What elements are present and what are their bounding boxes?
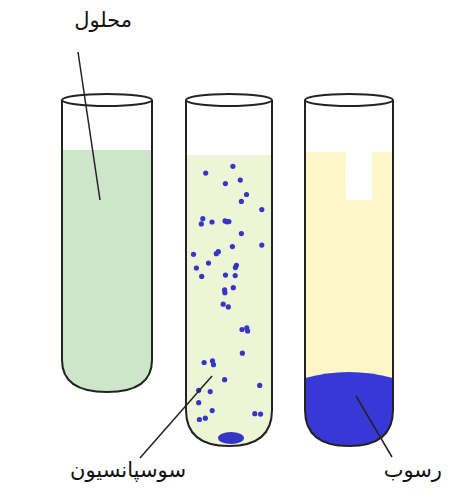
- particle: [210, 408, 215, 413]
- clear-liquid: [305, 152, 393, 446]
- particle: [259, 243, 264, 248]
- particle: [244, 192, 249, 197]
- particle: [231, 285, 236, 290]
- particle: [223, 273, 228, 278]
- particle: [244, 325, 249, 330]
- particle: [239, 327, 244, 332]
- particle: [202, 360, 207, 365]
- particle: [233, 273, 238, 278]
- suspension-liquid: [186, 155, 272, 446]
- particle: [203, 416, 208, 421]
- tube-outline: [305, 100, 393, 446]
- particle: [239, 231, 244, 236]
- tube-rim: [186, 94, 272, 106]
- particle: [200, 216, 205, 221]
- particle: [257, 383, 262, 388]
- particle: [224, 219, 229, 224]
- leader-line: [78, 52, 100, 200]
- tube-outline: [62, 100, 152, 392]
- part-label: سوسپانسیون: [70, 458, 186, 483]
- particle: [259, 207, 264, 212]
- particle: [230, 164, 235, 169]
- particle: [196, 400, 201, 405]
- particle: [239, 199, 244, 204]
- part-label: محلول: [74, 8, 132, 33]
- particle: [226, 304, 231, 309]
- particle: [222, 287, 227, 292]
- particle: [223, 181, 228, 186]
- particle: [252, 411, 257, 416]
- particle: [206, 261, 211, 266]
- small-sediment: [218, 432, 244, 444]
- tube-rim: [305, 94, 393, 106]
- particle: [191, 252, 196, 257]
- particle: [230, 244, 235, 249]
- tube-rim: [62, 94, 152, 106]
- solution-liquid: [62, 150, 152, 392]
- particle: [197, 417, 202, 422]
- leader-line: [356, 396, 392, 457]
- particle: [214, 251, 219, 256]
- particle: [234, 263, 239, 268]
- particle: [238, 178, 243, 183]
- particle: [240, 351, 245, 356]
- suspended-particles: [191, 164, 265, 422]
- particle: [194, 265, 199, 270]
- tube-outline: [186, 100, 272, 446]
- particle: [258, 412, 263, 417]
- particle: [208, 389, 213, 394]
- particle: [203, 171, 208, 176]
- particle: [199, 274, 204, 279]
- reflection: [346, 152, 372, 200]
- particle: [221, 302, 226, 307]
- leader-line: [140, 376, 212, 458]
- particle: [222, 377, 227, 382]
- particle: [210, 358, 215, 363]
- particle: [209, 219, 214, 224]
- particle: [199, 221, 204, 226]
- part-label: رسوب: [384, 458, 442, 483]
